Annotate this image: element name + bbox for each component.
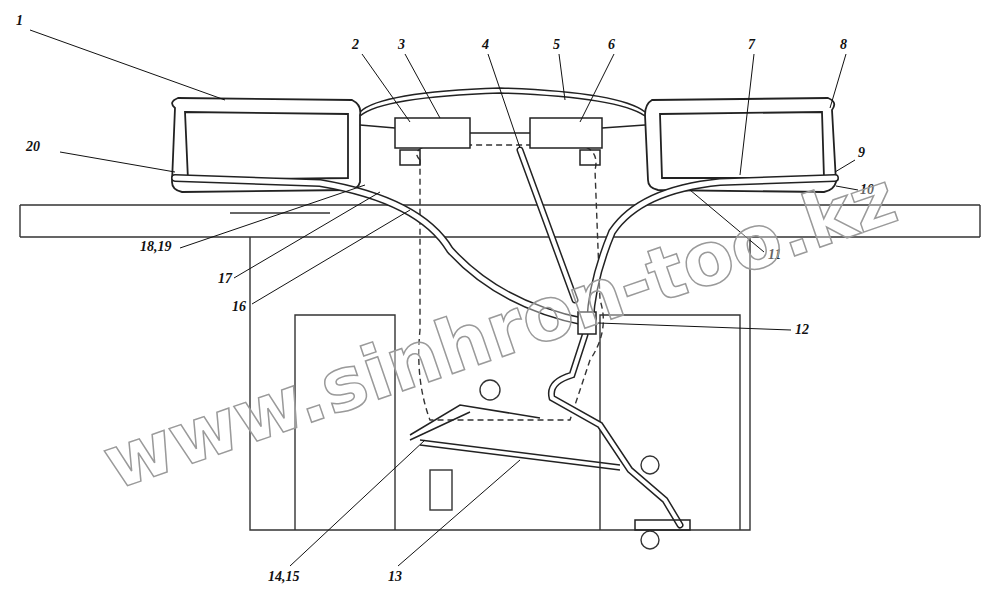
leader-line <box>252 210 410 304</box>
leader-line <box>180 185 365 248</box>
callout-number: 8 <box>840 38 847 52</box>
bracket-14 <box>410 405 540 440</box>
bracket <box>580 150 600 165</box>
valve-right <box>530 118 602 148</box>
callout-number: 4 <box>482 38 489 52</box>
valves <box>360 88 645 165</box>
leader-line <box>290 440 425 566</box>
left-radiator-core <box>185 112 348 180</box>
callout-number: 20 <box>26 140 40 154</box>
callout-number: 13 <box>388 570 402 584</box>
vehicle-frame <box>20 145 980 549</box>
callout-number: 5 <box>553 38 560 52</box>
callout-number: 16 <box>232 300 246 314</box>
fitting <box>641 456 659 474</box>
leader-line <box>398 460 520 566</box>
callout-number: 6 <box>608 38 615 52</box>
leader-line <box>405 54 440 118</box>
hose-lower <box>551 335 680 525</box>
callout-number: 12 <box>795 323 809 337</box>
bracket <box>400 150 420 165</box>
leader-line <box>488 54 520 148</box>
leader-line <box>740 54 754 175</box>
leader-line <box>580 54 614 122</box>
hose-lower-inner <box>551 335 680 525</box>
callout-number: 14,15 <box>268 570 300 584</box>
leader-line <box>830 54 846 108</box>
pipe <box>360 125 645 133</box>
callout-number: 1 <box>16 14 23 28</box>
fitting <box>480 380 500 400</box>
callout-number: 2 <box>352 38 359 52</box>
fitting <box>641 531 659 549</box>
valve-left <box>395 118 470 148</box>
right-radiator-core <box>660 112 824 178</box>
callout-number: 3 <box>398 38 405 52</box>
callout-number: 7 <box>748 38 755 52</box>
leader-line <box>30 30 225 100</box>
leader-line <box>362 54 410 122</box>
leader-line <box>60 152 175 172</box>
filter-canister <box>430 470 452 510</box>
callout-number: 17 <box>218 272 232 286</box>
valve-tap <box>635 520 690 530</box>
callout-number: 18,19 <box>140 240 172 254</box>
callout-number: 9 <box>858 146 865 160</box>
pipe-13 <box>420 440 620 470</box>
top-pipe <box>360 88 645 112</box>
leader-line <box>559 54 565 100</box>
